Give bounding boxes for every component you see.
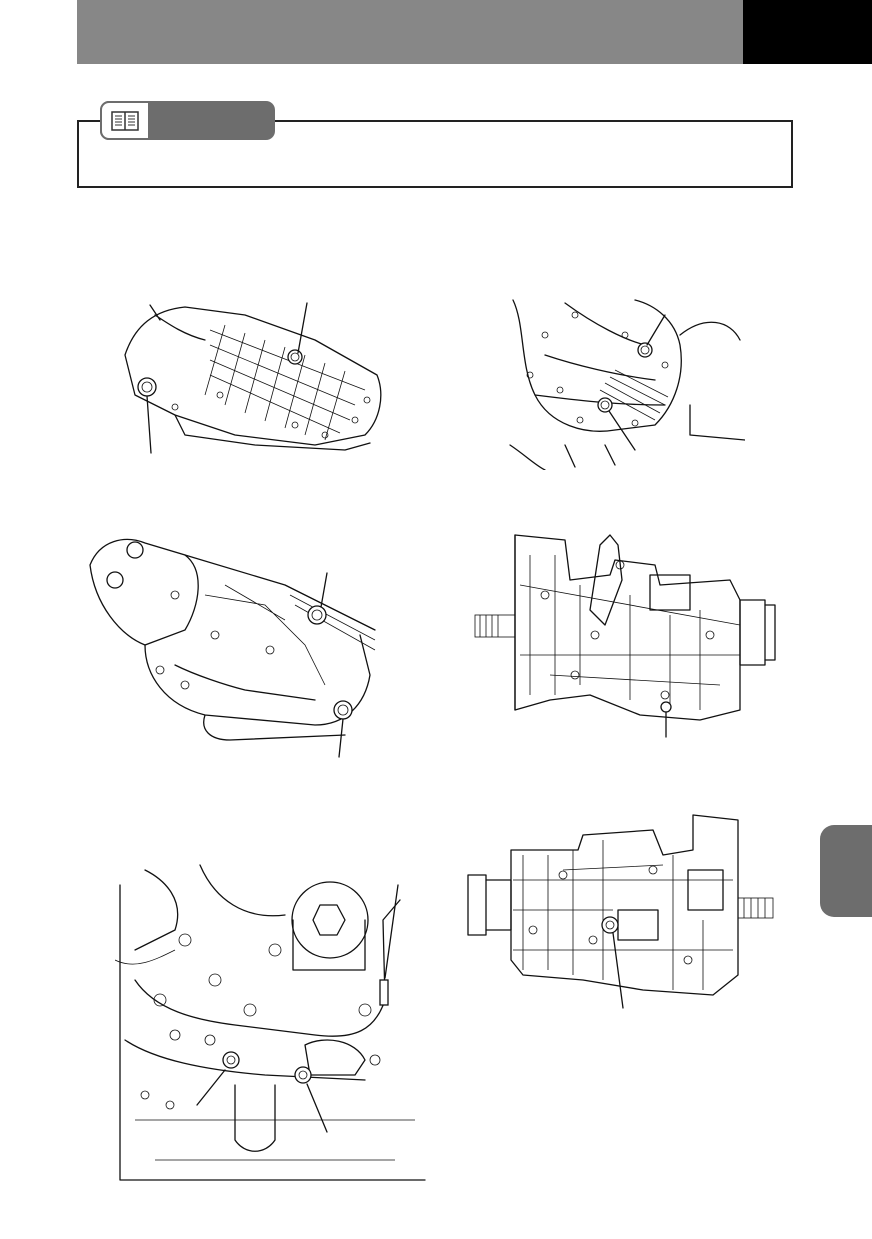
transmission-side-view-2: [467, 814, 774, 1009]
transmission-underside-view-1: [124, 302, 382, 454]
book-icon: [100, 101, 150, 140]
transmission-underside-view-2: [89, 538, 376, 758]
chapter-header-bar: [77, 0, 743, 64]
transmission-bottom-view: [115, 864, 426, 1181]
chapter-header-tab: [743, 0, 872, 64]
transmission-rear-view-1: [509, 299, 745, 470]
transmission-side-view-1: [474, 534, 776, 738]
section-side-tab[interactable]: [820, 825, 872, 917]
